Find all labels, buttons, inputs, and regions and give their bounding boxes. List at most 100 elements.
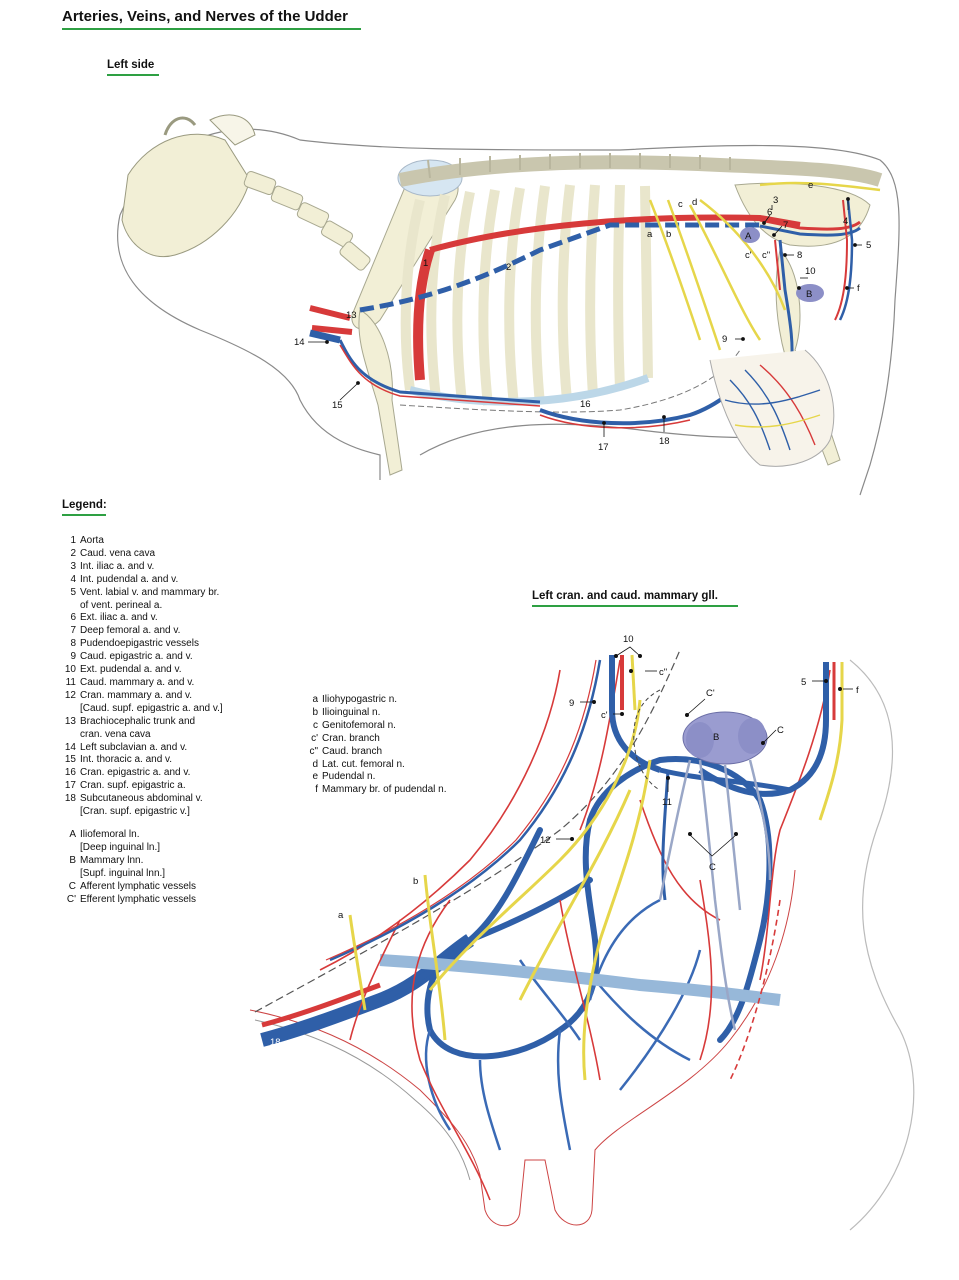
left-side-heading: Left side (107, 59, 155, 71)
legend-letter-row: [Supf. inguinal lnn.] (58, 868, 196, 881)
label-6: 6 (767, 207, 772, 218)
legend-number-text: of vent. perineal a. (80, 599, 163, 611)
legend-number-row: 16 Cran. epigastric a. and v. (58, 767, 223, 780)
udder-outline-inner (254, 1019, 471, 1181)
legend-number-text: Cran. supf. epigastric a. (80, 780, 186, 792)
legend-number-text: Caud. mammary a. and v. (80, 676, 195, 688)
legend-number-key: 7 (70, 625, 76, 637)
bottom-label-5: 5 (801, 677, 806, 688)
ext-pudendal-vessels-bottom (609, 654, 661, 773)
legend-nerve-text: Genitofemoral n. (322, 719, 396, 731)
neck-vertebrae (243, 170, 371, 271)
int-pudendal-vessels (838, 199, 854, 321)
legend-number-text: Cran. mammary a. and v. (80, 689, 193, 701)
legend-number-text: Vent. labial v. and mammary br. (80, 586, 220, 598)
ear-shape (209, 114, 256, 146)
legend-underline (62, 514, 106, 516)
legend-nerve-key: a (312, 694, 318, 705)
left-side-underline (107, 74, 159, 76)
legend-nerve-row: b Ilioinguinal n. (300, 707, 447, 720)
legend-nerve-key: c' (311, 732, 318, 744)
label-10: 10 (805, 266, 816, 277)
legend-number-key: 4 (70, 573, 76, 585)
legend-number-text: Caud. vena cava (80, 547, 156, 559)
legend-number-text: Left subclavian a. and v. (80, 741, 188, 753)
afferent-lymph-vessels (658, 759, 772, 1031)
rib-cage (400, 184, 653, 406)
spine-shape (398, 155, 883, 187)
label-13: 13 (346, 310, 357, 321)
label-3: 3 (773, 195, 778, 206)
legend-number-text: Pudendoepigastric vessels (80, 638, 199, 650)
legend-nerve-text: Iliohypogastric n. (322, 694, 398, 705)
legend-letter-text: Afferent lymphatic vessels (80, 880, 196, 892)
legend-nerve-text: Ilioinguinal n. (322, 706, 381, 718)
label-b: b (666, 229, 671, 240)
scapular-cartilage (397, 159, 463, 197)
hind-limb-bones (775, 248, 841, 466)
iliofemoral-ln (740, 227, 760, 243)
legend-nerve-key: b (312, 706, 318, 718)
legend-number-text: Ext. pudendal a. and v. (80, 664, 182, 676)
bottom-label-B: B (713, 732, 719, 743)
label-2: 2 (506, 262, 511, 273)
udder-outline (249, 869, 796, 1227)
legend-nerve-key: d (312, 758, 318, 770)
mammary-underline (532, 605, 738, 607)
label-8: 8 (797, 250, 802, 261)
legend-letter-key (58, 842, 76, 855)
label-7: 7 (783, 220, 788, 231)
legend-number-key: 15 (64, 754, 76, 766)
mammary-lymph-nodes (682, 711, 768, 765)
legend-number-key: 13 (64, 715, 76, 727)
pelvis-shape (734, 182, 871, 247)
brachiocephalic-trunk (309, 305, 353, 335)
legend-nerve-row: c'Cran. branch (300, 733, 447, 746)
label-1: 1 (423, 258, 428, 269)
efferent-lymph-dashed (633, 689, 661, 791)
legend-number-key: 16 (64, 767, 76, 779)
label-f: f (857, 283, 860, 294)
light-blue-vessel (379, 954, 781, 1006)
legend-number-key: 2 (70, 547, 76, 559)
legend-letter-key: A (69, 829, 76, 840)
bottom-leader-lines (556, 646, 853, 857)
left-subclavian (309, 329, 341, 344)
aorta-descending (413, 248, 435, 381)
legend-nerve-text: Pudendal n. (322, 771, 376, 783)
bottom-label-18: 18 (270, 1037, 281, 1048)
legend-number-key: 12 (64, 689, 76, 701)
bottom-label-b: b (413, 876, 418, 887)
udder-vessel-network (724, 364, 821, 451)
label-15: 15 (332, 400, 343, 411)
legend-number-text: Cran. epigastric a. and v. (80, 767, 191, 779)
bottom-label-C: C (777, 725, 784, 736)
label-16: 16 (580, 399, 591, 410)
mammary-vein-branches (424, 898, 702, 1151)
legend-letter-key: B (69, 854, 76, 866)
page-title: Arteries, Veins, and Nerves of the Udder (62, 8, 348, 25)
legend-nerve-row: c"Caud. branch (300, 746, 447, 759)
label-d: d (692, 197, 697, 208)
caud-vena-cava (359, 222, 760, 313)
legend-number-row: [Cran. supf. epigastric v.] (58, 806, 223, 819)
legend-number-key (58, 729, 76, 742)
legend-number-key: 6 (70, 612, 76, 624)
legend-number-key (58, 600, 76, 613)
bottom-label-9: 9 (569, 698, 574, 709)
ext-pudendal-vessels (778, 239, 794, 371)
